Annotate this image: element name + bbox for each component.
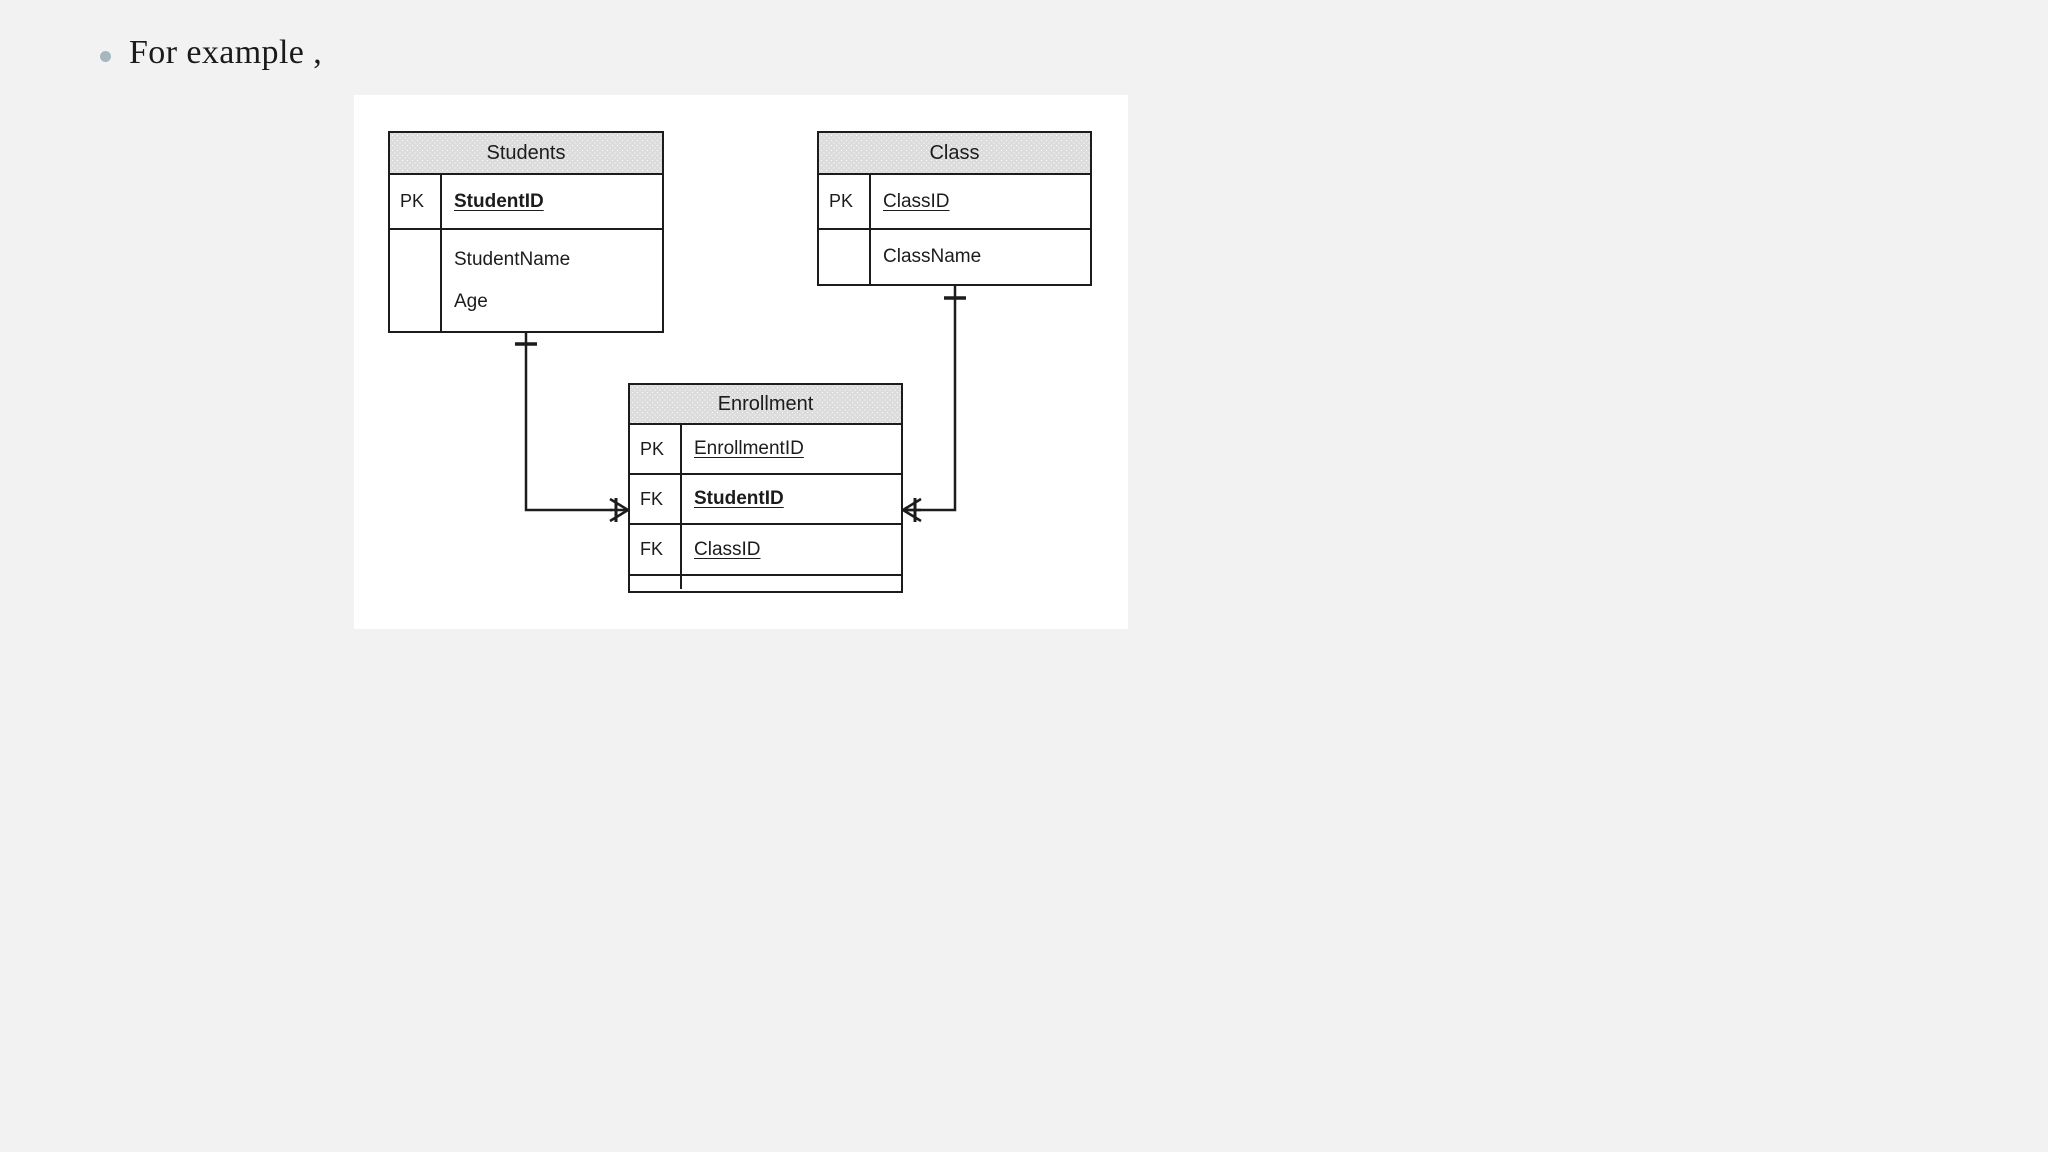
- entity-enrollment-title: Enrollment: [630, 385, 901, 425]
- attribute-name: StudentID: [454, 190, 544, 212]
- entity-students-attrs: StudentName Age: [442, 230, 662, 331]
- attribute-name: ClassName: [883, 246, 982, 267]
- entity-enrollment[interactable]: Enrollment PK EnrollmentID FK StudentID …: [628, 383, 903, 593]
- entity-enrollment-r2-key: FK: [630, 475, 682, 523]
- attribute-name: StudentID: [694, 488, 784, 509]
- diagram-canvas: Students PK StudentID StudentName Age Cl…: [354, 95, 1128, 629]
- table-row[interactable]: FK StudentID: [630, 475, 901, 525]
- table-row[interactable]: StudentName Age: [390, 230, 662, 331]
- entity-students-pk-attr: StudentID: [442, 175, 662, 228]
- entity-class-rest-key: [819, 230, 871, 284]
- bullet-dot-icon: [100, 50, 111, 62]
- attribute-name: ClassID: [694, 538, 761, 560]
- entity-enrollment-r3-key: FK: [630, 525, 682, 574]
- entity-class-pk-key: PK: [819, 175, 871, 228]
- table-row[interactable]: ClassName: [819, 230, 1090, 284]
- entity-class-pk-attr: ClassID: [871, 175, 1090, 228]
- attribute-name: StudentName: [454, 248, 571, 270]
- entity-class-title: Class: [819, 133, 1090, 175]
- entity-students-title: Students: [390, 133, 662, 175]
- connector-students-enrollment: [515, 333, 629, 523]
- attribute-name: ClassID: [883, 190, 950, 212]
- entity-students-body: PK StudentID StudentName Age: [390, 175, 662, 331]
- entity-students[interactable]: Students PK StudentID StudentName Age: [388, 131, 664, 333]
- bullet-line: For example ,: [100, 34, 322, 72]
- bullet-text: For example ,: [129, 34, 323, 71]
- entity-enrollment-body: PK EnrollmentID FK StudentID FK ClassID: [630, 425, 901, 589]
- entity-enrollment-r1-key: PK: [630, 425, 682, 473]
- table-row[interactable]: FK ClassID: [630, 525, 901, 576]
- connector-class-enrollment: [902, 286, 966, 523]
- attribute-name: Age: [454, 290, 488, 312]
- table-row[interactable]: PK StudentID: [390, 175, 662, 230]
- entity-students-pk-key: PK: [390, 175, 442, 228]
- table-row[interactable]: PK EnrollmentID: [630, 425, 901, 475]
- entity-enrollment-r2-attr: StudentID: [682, 475, 901, 523]
- entity-class-body: PK ClassID ClassName: [819, 175, 1090, 284]
- entity-class-attrs: ClassName: [871, 230, 1090, 284]
- table-row[interactable]: [630, 576, 901, 589]
- entity-class[interactable]: Class PK ClassID ClassName: [817, 131, 1092, 286]
- entity-enrollment-r3-attr: ClassID: [682, 525, 901, 574]
- entity-enrollment-r4-attr: [682, 576, 901, 589]
- entity-enrollment-r1-attr: EnrollmentID: [682, 425, 901, 473]
- table-row[interactable]: PK ClassID: [819, 175, 1090, 230]
- entity-students-rest-key: [390, 230, 442, 331]
- entity-enrollment-r4-key: [630, 576, 682, 589]
- attribute-name: EnrollmentID: [694, 438, 804, 459]
